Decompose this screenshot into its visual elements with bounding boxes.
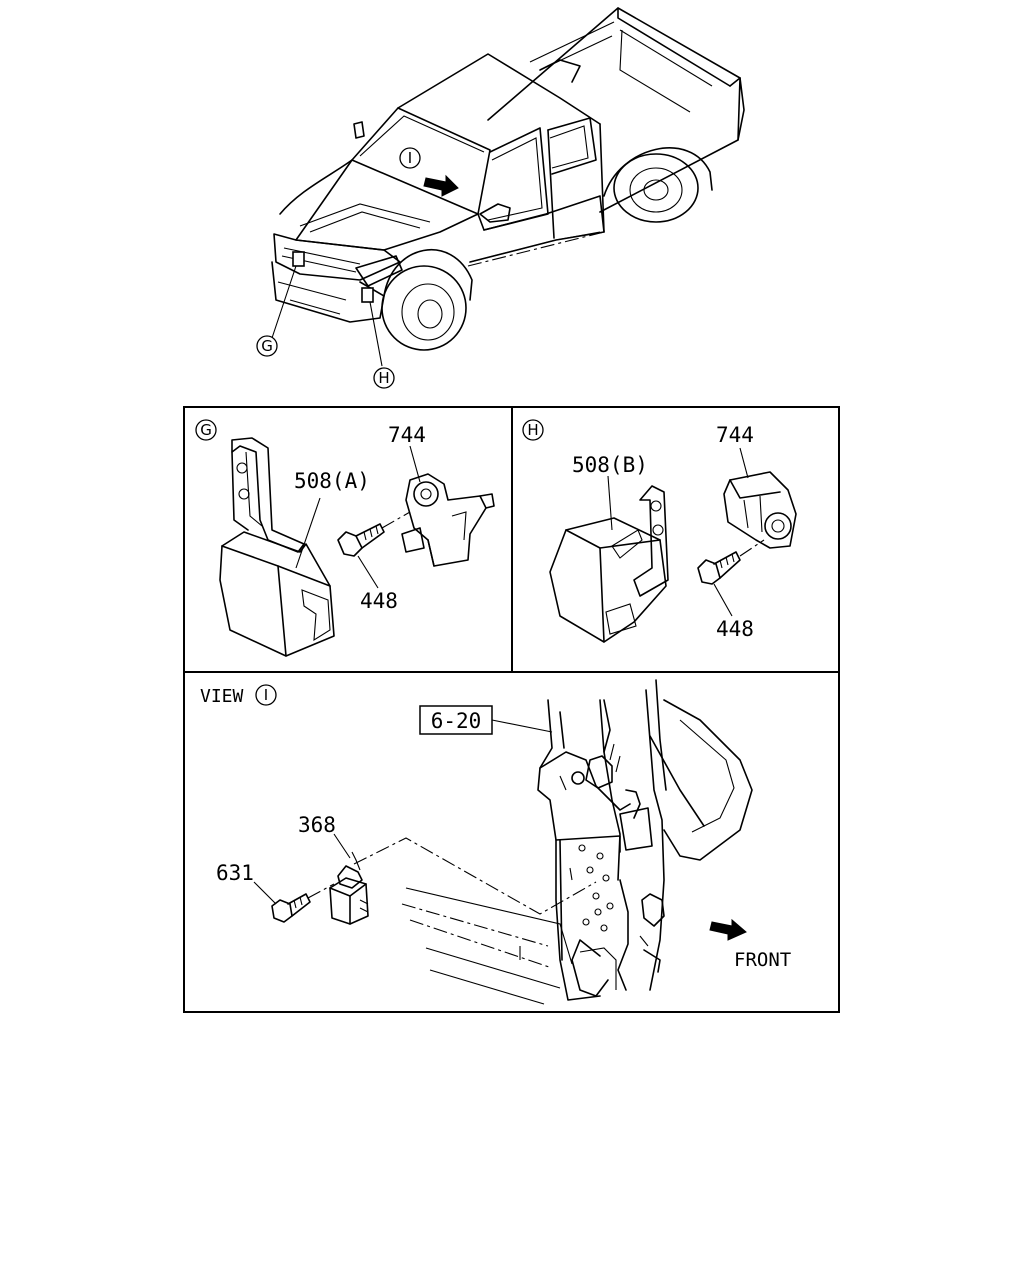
view-arrow-icon <box>423 174 459 197</box>
truck-overview <box>271 7 745 367</box>
ref-box-6-20: 6-20 <box>419 705 493 735</box>
floor-lines <box>401 887 573 1005</box>
svg-text:I: I <box>264 686 268 704</box>
panel-g: G <box>195 419 495 657</box>
sensor-g-location <box>292 251 305 267</box>
front-arrow-icon <box>709 918 747 941</box>
bracket-508b <box>549 485 669 643</box>
panel-g-marker: G <box>195 419 217 441</box>
marker-i-overview: I <box>399 147 421 169</box>
svg-text:H: H <box>527 421 538 439</box>
sensor-744-h <box>723 471 797 549</box>
label-front: FRONT <box>734 949 791 971</box>
label-448-h: 448 <box>716 617 754 641</box>
panel-h-marker: H <box>522 419 544 441</box>
panel-view: VIEW I 6-20 <box>200 679 753 1005</box>
panel-h: H <box>522 419 797 643</box>
module-368 <box>329 851 369 925</box>
label-368: 368 <box>298 813 336 837</box>
svg-text:I: I <box>408 149 412 167</box>
sensor-h-location <box>361 287 374 303</box>
view-marker: I <box>255 684 277 706</box>
svg-text:6-20: 6-20 <box>431 709 482 733</box>
view-label: VIEW <box>200 686 244 707</box>
label-631: 631 <box>216 861 254 885</box>
bracket-508a <box>219 437 335 657</box>
label-508a: 508(A) <box>294 469 370 493</box>
marker-g-overview: G <box>256 335 278 357</box>
label-744-g: 744 <box>388 423 426 447</box>
bolt-448-h <box>697 551 741 585</box>
label-448-g: 448 <box>360 589 398 613</box>
svg-text:G: G <box>200 421 212 439</box>
marker-h-overview: H <box>373 367 395 389</box>
body-structure <box>537 679 753 1001</box>
label-508b: 508(B) <box>572 453 648 477</box>
bolt-448-g <box>337 523 385 557</box>
label-744-h: 744 <box>716 423 754 447</box>
sensor-744-g <box>401 473 495 567</box>
bolt-631 <box>271 893 311 923</box>
svg-text:G: G <box>261 337 273 355</box>
svg-text:H: H <box>378 369 389 387</box>
